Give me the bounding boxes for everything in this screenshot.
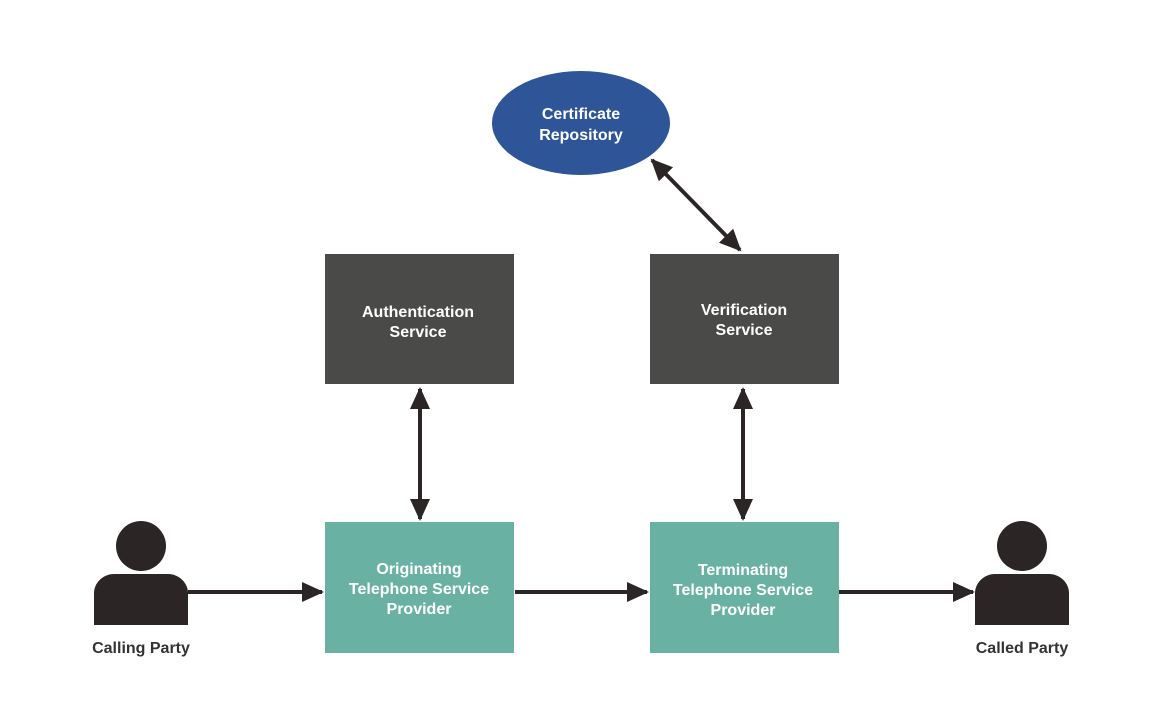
- called-party-label: Called Party: [976, 640, 1069, 657]
- verification-service-node: Verification Service: [650, 254, 839, 384]
- called-party-person-icon: [975, 521, 1069, 625]
- terminating-provider-node: Terminating Telephone Service Provider: [650, 522, 839, 653]
- repository-verification-arrow: [650, 158, 742, 252]
- authentication-label-line2: Service: [390, 324, 447, 341]
- authentication-service-node: Authentication Service: [325, 254, 514, 384]
- certificate-repository-node: Certificate Repository: [492, 71, 670, 175]
- calling-party-person-icon: [94, 521, 188, 625]
- terminating-label-line2: Telephone Service: [673, 582, 813, 599]
- verification-label-line1: Verification: [701, 302, 787, 319]
- originating-label-line1: Originating: [376, 561, 461, 578]
- terminating-label-line3: Provider: [711, 602, 776, 619]
- verification-label-line2: Service: [716, 322, 773, 339]
- repository-label-line2: Repository: [539, 127, 623, 144]
- originating-label-line2: Telephone Service: [349, 581, 489, 598]
- terminating-label-line1: Terminating: [698, 562, 788, 579]
- originating-label-line3: Provider: [387, 601, 452, 618]
- repository-label-line1: Certificate: [542, 106, 620, 123]
- authentication-label-line1: Authentication: [362, 304, 474, 321]
- originating-provider-node: Originating Telephone Service Provider: [325, 522, 514, 653]
- calling-party-label: Calling Party: [92, 640, 190, 657]
